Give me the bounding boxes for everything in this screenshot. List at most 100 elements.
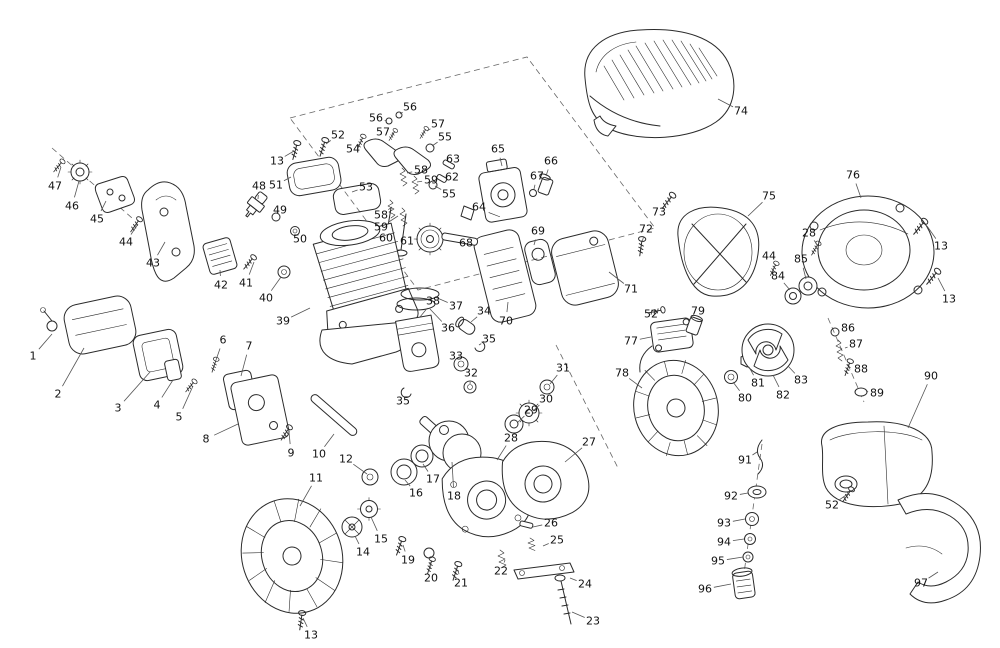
part-number-label: 45: [90, 213, 104, 226]
leader-line: [752, 451, 758, 456]
leader-line: [290, 307, 311, 318]
leader-line: [569, 577, 577, 582]
part-number-label: 2: [55, 388, 62, 401]
leader-line: [726, 556, 744, 560]
part-callout-20: 20: [424, 561, 438, 585]
tank-guard: [897, 493, 981, 604]
leader-line: [549, 374, 558, 385]
part-callout-43: 43: [146, 241, 166, 270]
part-number-label: 52: [825, 499, 839, 512]
part-number-label: 44: [762, 250, 776, 263]
part-number-label: 91: [738, 454, 752, 467]
part-callout-47: 47: [48, 166, 62, 193]
part-number-label: 47: [48, 180, 62, 193]
part-number-label: 72: [639, 223, 653, 236]
part-callout-9: 9: [288, 431, 295, 460]
leader-line: [353, 463, 368, 475]
part-callout-77: 77: [624, 335, 652, 348]
leader-line: [739, 492, 749, 495]
engine-top-cover: [584, 29, 735, 138]
spark-plug: [245, 191, 268, 218]
part-callout-86: 86: [841, 322, 855, 335]
part-callout-11: 11: [299, 472, 323, 507]
part-number-label: 85: [794, 253, 808, 266]
clutch-assembly: [685, 276, 818, 384]
cylinder: [312, 219, 419, 365]
part-callout-38: 38: [419, 295, 440, 318]
part-callout-24: 24: [569, 577, 592, 591]
part-callout-28: 28: [496, 432, 518, 461]
leader-line: [641, 237, 644, 243]
part-number-label: 43: [146, 257, 160, 270]
part-callout-51: 51: [269, 176, 292, 192]
leader-line: [406, 171, 413, 174]
part-callout-34: 34: [470, 305, 491, 323]
part-callout-52: 52: [825, 492, 850, 512]
leader-line: [907, 384, 928, 429]
part-number-label: 87: [849, 338, 863, 351]
part-callout-83: 83: [787, 365, 808, 387]
leader-line: [608, 271, 625, 284]
leader-line: [732, 538, 745, 542]
leader-line: [351, 189, 358, 193]
part-number-label: 35: [482, 333, 496, 346]
part-number-label: 94: [717, 536, 731, 549]
valve-cover-assembly: [245, 156, 382, 236]
fan-housing: [801, 195, 935, 309]
part-number-label: 42: [214, 279, 228, 292]
leader-line: [564, 447, 583, 463]
leader-line: [123, 371, 151, 402]
part-number-label: 13: [934, 240, 948, 253]
leader-line: [478, 343, 482, 346]
part-callout-69: 69: [531, 225, 545, 246]
leader-line: [431, 141, 438, 147]
leader-line: [532, 404, 540, 412]
screw-part-72: [635, 235, 647, 257]
leader-line: [783, 282, 791, 291]
fuel-filter-parts: [731, 439, 767, 600]
part-callout-58: 58: [374, 206, 393, 222]
part-callout-73: 73: [652, 197, 672, 219]
part-number-label: 35: [396, 395, 410, 408]
part-callout-55: 55: [434, 185, 456, 201]
part-callout-64: 64: [472, 201, 486, 214]
part-callout-56: 56: [369, 112, 388, 125]
screw-part-52: [316, 136, 330, 158]
part-number-label: 36: [441, 322, 455, 335]
part-number-label: 30: [539, 393, 553, 406]
leader-line: [839, 492, 850, 501]
fasteners-bottom: [392, 520, 575, 625]
leader-line: [422, 463, 429, 472]
part-callout-14: 14: [354, 535, 370, 559]
leader-line: [503, 559, 506, 563]
leader-line: [496, 445, 507, 461]
part-callout-75: 75: [747, 190, 776, 217]
part-number-label: 93: [717, 517, 731, 530]
part-callout-76: 76: [846, 169, 862, 199]
part-number-label: 31: [556, 362, 570, 375]
part-number-label: 3: [115, 402, 122, 415]
part-callout-62: 62: [445, 171, 459, 184]
leader-line: [38, 333, 53, 350]
part-number-label: 86: [841, 322, 855, 335]
part-callout-41: 41: [239, 261, 255, 290]
part-number-label: 55: [442, 188, 456, 201]
part-callout-35: 35: [478, 333, 496, 346]
part-callout-53: 53: [351, 181, 373, 194]
part-callout-25: 25: [542, 534, 564, 547]
part-number-label: 21: [454, 577, 468, 590]
part-callout-91: 91: [738, 451, 758, 467]
part-number-label: 59: [424, 174, 438, 187]
part-number-label: 48: [252, 180, 266, 193]
leader-line: [747, 201, 763, 217]
part-callout-88: 88: [854, 363, 868, 376]
part-callout-94: 94: [717, 536, 745, 549]
part-number-label: 28: [802, 227, 816, 240]
leader-line: [284, 150, 295, 157]
leader-line: [388, 206, 393, 211]
part-number-label: 25: [550, 534, 564, 547]
air-filter-assembly: [40, 295, 358, 446]
part-callout-7: 7: [240, 340, 253, 377]
